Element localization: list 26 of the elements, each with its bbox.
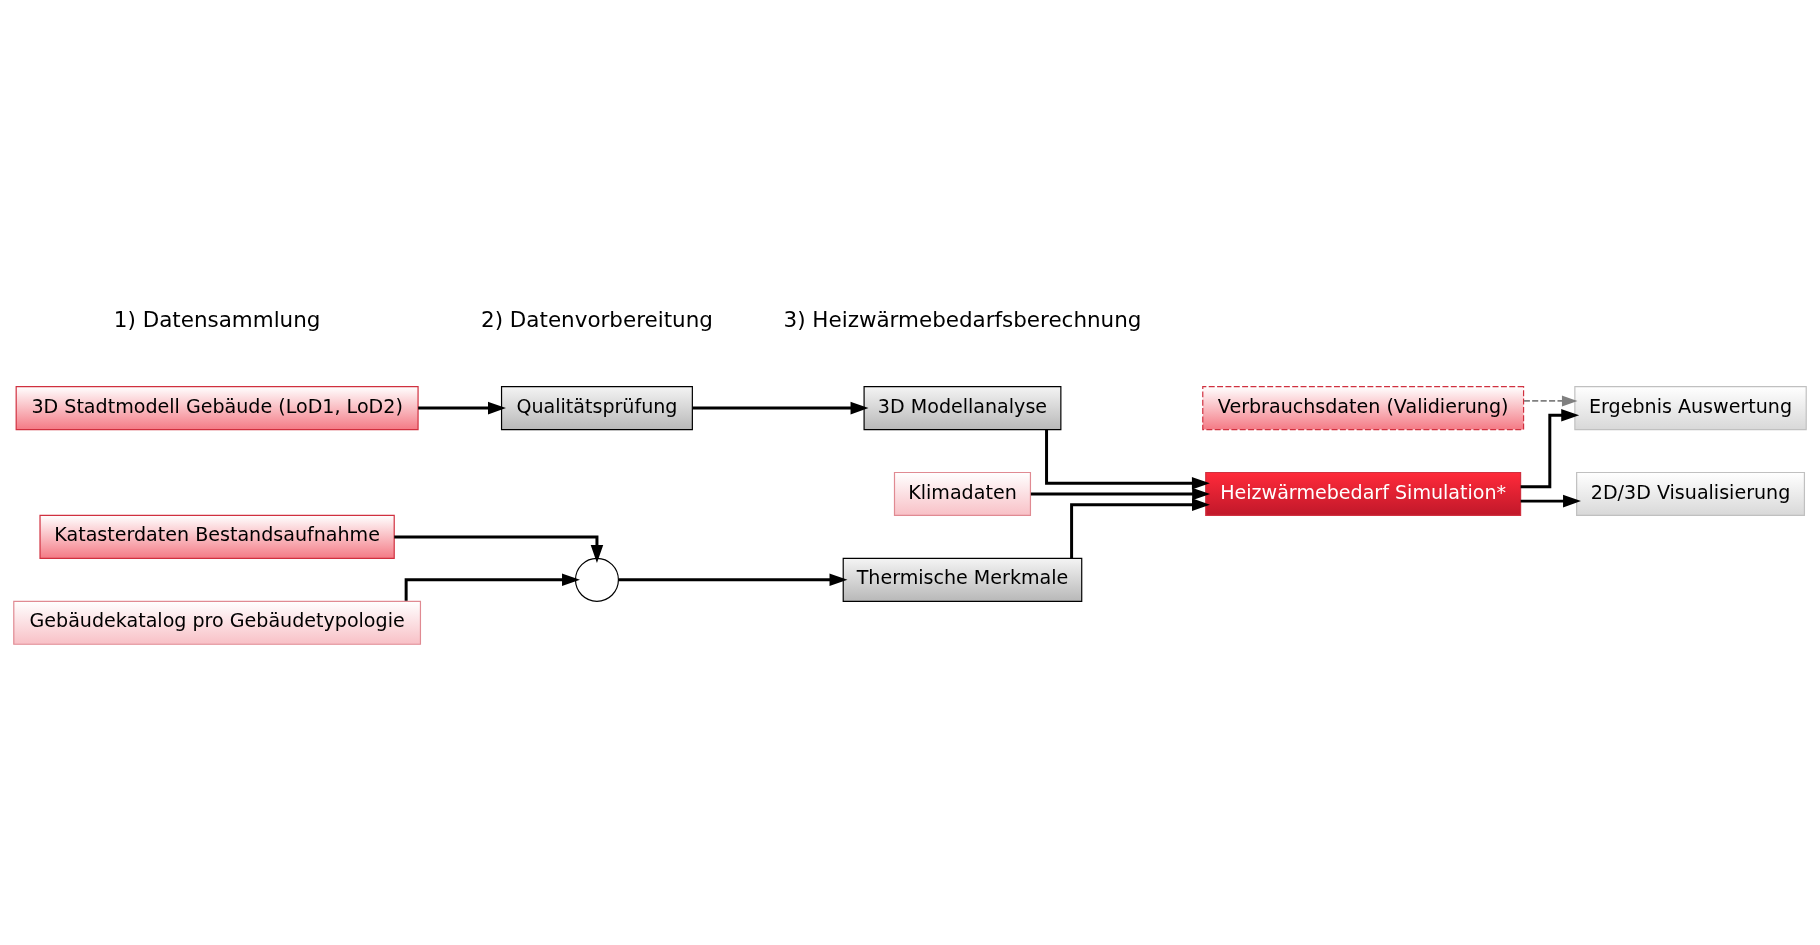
arrow <box>1520 494 1581 508</box>
node-box: 3D Modellanalyse <box>863 386 1062 431</box>
label: 3) Heizwärmebedarfsberechnung <box>783 307 1142 333</box>
node-box: Ergebnis Auswertung <box>1574 386 1807 431</box>
arrow <box>404 573 580 601</box>
node-box: Klimadaten <box>893 471 1032 517</box>
node-box: Qualitätsprüfung <box>500 386 693 431</box>
arrow <box>1030 487 1211 501</box>
arrow <box>692 401 869 415</box>
arrow <box>394 535 604 563</box>
arrow <box>1070 498 1210 559</box>
node-box: Katasterdaten Bestandsaufnahme <box>39 514 395 559</box>
arrow <box>1523 395 1578 407</box>
arrow <box>418 401 506 415</box>
node-circle <box>574 557 619 602</box>
node-box: Heizwärmebedarf Simulation* <box>1205 471 1522 517</box>
node-box: 3D Stadtmodell Gebäude (LoD1, LoD2) <box>15 386 419 431</box>
label: 2) Datenvorbereitung <box>481 307 713 333</box>
arrow <box>1520 408 1580 489</box>
node-box: Verbrauchsdaten (Validierung) <box>1202 386 1525 431</box>
node-box: Gebäudekatalog pro Gebäudetypologie <box>13 600 422 645</box>
node-box: Thermische Merkmale <box>842 557 1083 602</box>
arrow <box>1045 429 1210 490</box>
label: 1) Datensammlung <box>113 307 321 333</box>
arrow <box>618 573 848 587</box>
node-box: 2D/3D Visualisierung <box>1576 471 1806 517</box>
